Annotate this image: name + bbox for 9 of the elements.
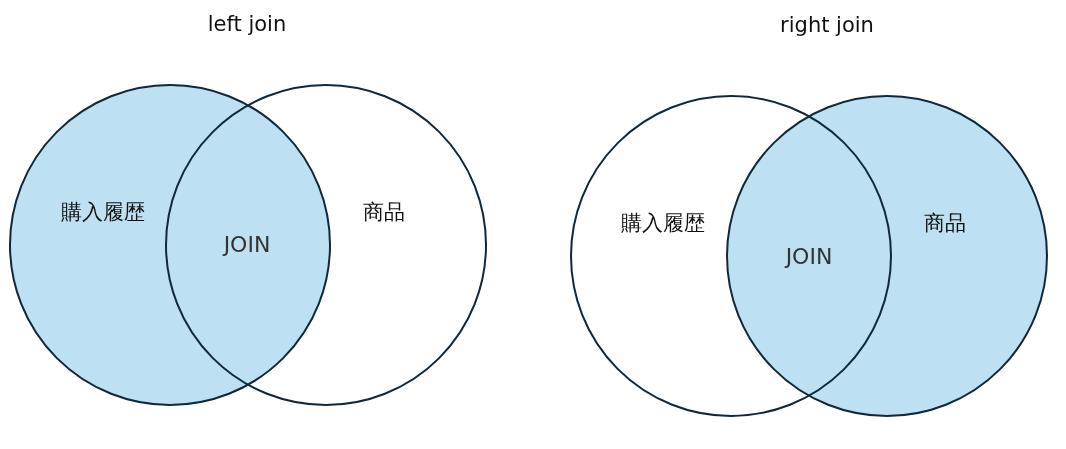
set-label: 商品: [363, 199, 405, 225]
set-label: 商品: [924, 210, 966, 236]
set-label: 購入履歴: [621, 210, 705, 236]
set-circle: [165, 84, 487, 406]
intersection-label: JOIN: [785, 244, 833, 270]
panel-title: right join: [780, 12, 874, 38]
set-label: 購入履歴: [61, 199, 145, 225]
panel-title: left join: [207, 11, 287, 37]
intersection-label: JOIN: [223, 232, 271, 258]
